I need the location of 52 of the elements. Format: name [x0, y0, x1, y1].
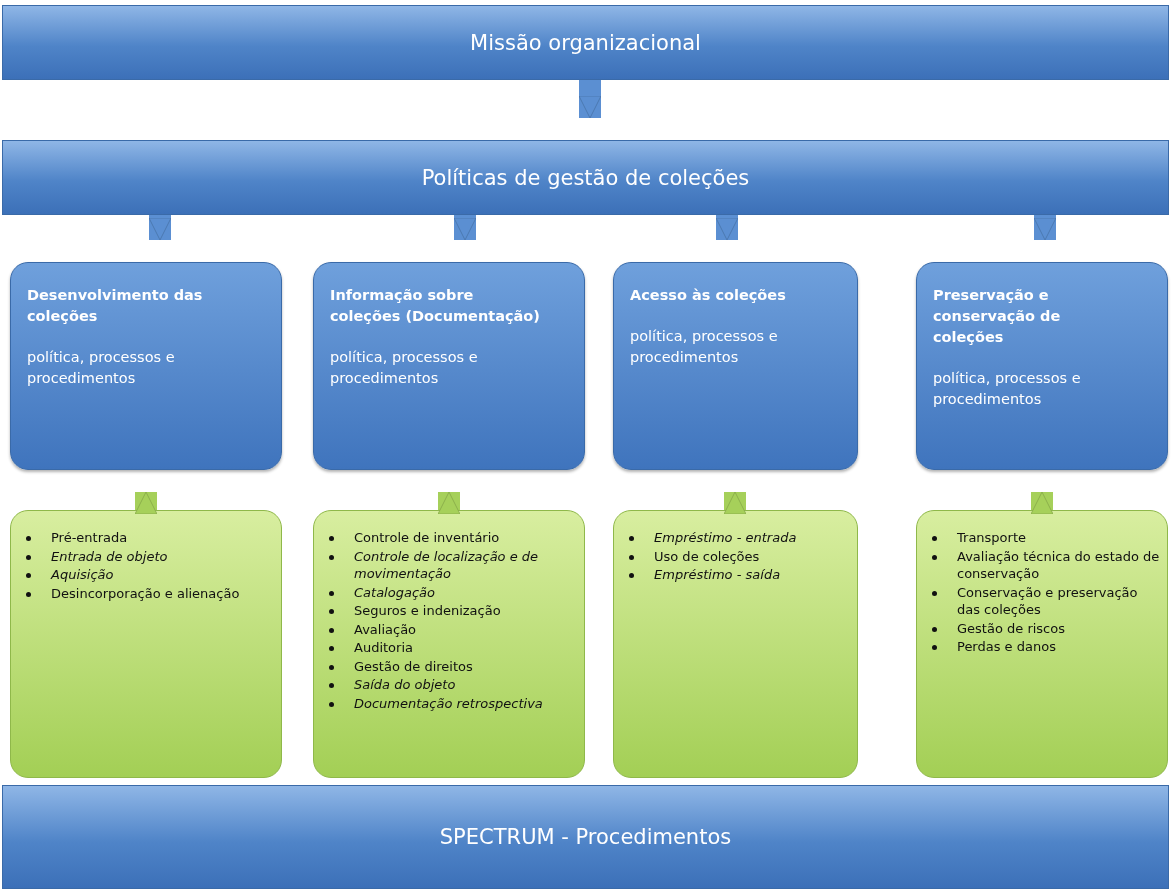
arrow	[715, 215, 739, 241]
procedure-list-box	[916, 510, 1168, 778]
list-item: Catalogação	[354, 584, 435, 600]
list-item: Pré-entrada	[51, 530, 128, 545]
box-text: política, processos e procedimentos	[330, 348, 479, 389]
arrow	[453, 215, 477, 241]
list-item: Auditoria	[354, 640, 413, 656]
list-item: Transporte	[957, 530, 1026, 545]
arrow	[1033, 215, 1057, 241]
band-title: Políticas de gestão de coleções	[421, 165, 750, 190]
header-band	[2, 785, 1169, 889]
arrow	[148, 215, 172, 241]
arrow	[437, 491, 461, 515]
arrow	[578, 80, 602, 119]
header-band	[2, 140, 1169, 215]
category-box	[916, 262, 1168, 470]
list-item: Uso de coleções	[654, 548, 760, 564]
procedure-list-box	[313, 510, 585, 778]
category-box	[10, 262, 282, 470]
band-title: Missão organizacional	[470, 30, 701, 55]
list-item: Documentação retrospectiva	[354, 695, 543, 711]
list-item: Conservação e preservação das coleções	[957, 584, 1138, 618]
list-item: Controle de localização e de movimentação	[354, 548, 539, 582]
list-item: Avaliação técnica do estado de conservação	[957, 548, 1160, 582]
arrow	[134, 491, 158, 515]
category-box	[613, 262, 858, 470]
procedure-list-box	[10, 510, 282, 778]
band-title: SPECTRUM - Procedimentos	[439, 825, 732, 849]
box-heading: Desenvolvimento das coleções	[27, 286, 204, 326]
procedure-list-box	[613, 510, 858, 778]
list-item: Perdas e danos	[957, 639, 1056, 655]
box-text: política, processos e procedimentos	[27, 348, 176, 389]
list-item: Gestão de riscos	[957, 620, 1065, 636]
box-heading: Acesso às coleções	[630, 286, 787, 305]
arrow	[1030, 491, 1054, 515]
list-item: Seguros e indenização	[354, 603, 501, 619]
list-item: Desincorporação e alienação	[51, 585, 240, 601]
box-heading: Preservação e conservação de coleções	[933, 286, 1062, 348]
list-item: Controle de inventário	[354, 530, 500, 545]
header-band	[2, 5, 1169, 80]
list-item: Empréstimo - saída	[654, 567, 781, 583]
list-item: Saída do objeto	[354, 677, 456, 693]
list-item: Avaliação	[354, 621, 417, 637]
list-item: Gestão de direitos	[354, 658, 473, 674]
list-item: Empréstimo - entrada	[654, 530, 797, 545]
list-item: Aquisição	[51, 567, 114, 583]
box-heading: Informação sobre coleções (Documentação)	[330, 286, 541, 326]
list-item: Entrada de objeto	[51, 548, 168, 564]
arrow	[723, 491, 747, 515]
box-text: política, processos e procedimentos	[933, 369, 1082, 410]
category-box	[313, 262, 585, 470]
box-text: política, processos e procedimentos	[630, 327, 779, 368]
